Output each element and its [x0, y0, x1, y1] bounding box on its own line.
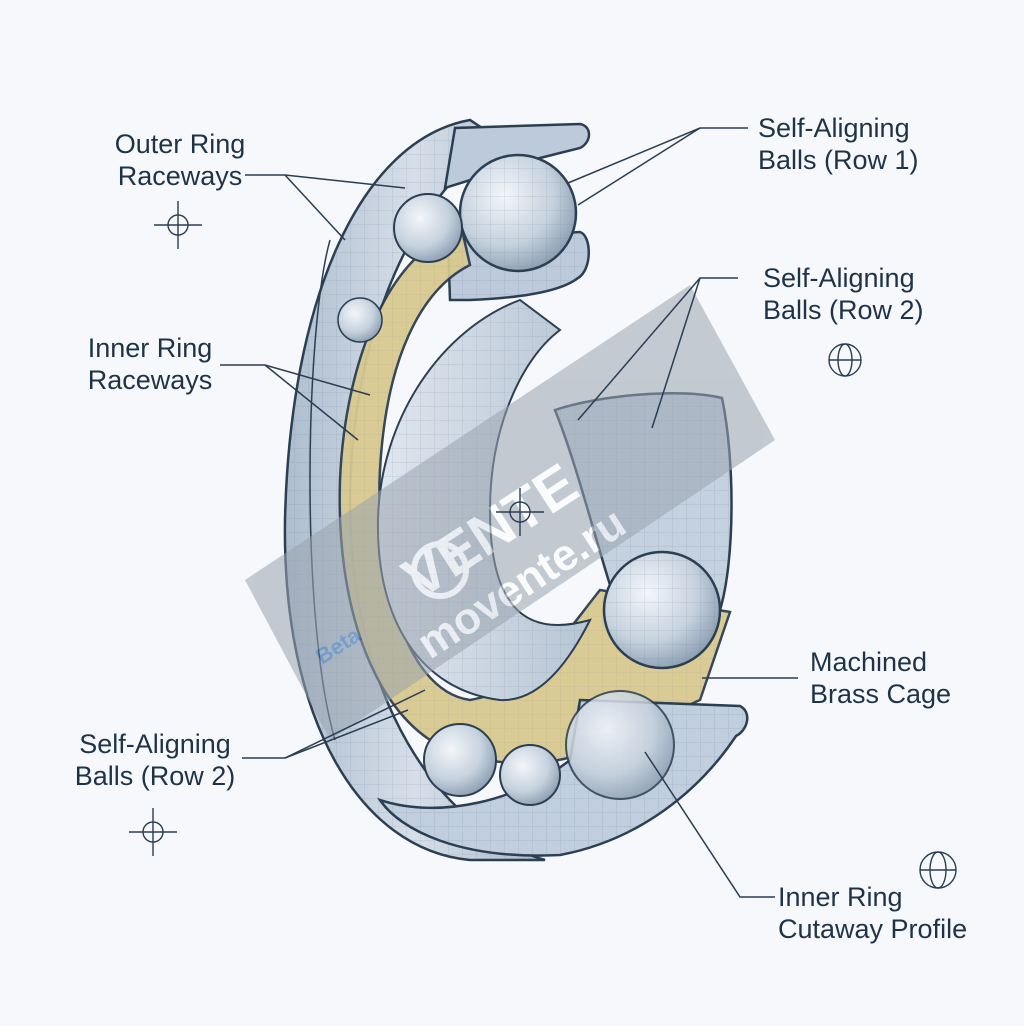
balls: [337, 153, 722, 806]
ball-row1-back: [393, 193, 463, 263]
label-line: Inner Ring: [778, 882, 903, 912]
ball-row2-left: [423, 723, 497, 797]
label-brass-cage: Machined Brass Cage: [810, 646, 951, 710]
leader-row2-right-2: [651, 277, 701, 429]
label-outer-ring-raceways: Outer Ring Raceways: [105, 128, 255, 192]
ball-row2-left-2: [499, 744, 561, 806]
crosshair-icon: [154, 201, 202, 249]
label-inner-ring-cutaway: Inner Ring Cutaway Profile: [778, 881, 967, 945]
label-line: Outer Ring: [114, 129, 246, 159]
label-line: Brass Cage: [810, 679, 952, 709]
label-line: Balls (Row 1): [758, 145, 919, 175]
leader-inner-ring-2: [264, 364, 359, 441]
label-balls-row2-left: Self-Aligning Balls (Row 2): [65, 728, 245, 792]
globe-icon: [919, 851, 957, 889]
leader-row1-1: [567, 127, 748, 184]
label-balls-row1: Self-Aligning Balls (Row 1): [758, 112, 919, 176]
label-line: Balls (Row 2): [74, 761, 236, 791]
crosshair-icon: [496, 488, 544, 536]
label-line: Cutaway Profile: [778, 914, 968, 944]
leader-cutaway: [644, 751, 775, 898]
label-inner-ring-raceways: Inner Ring Raceways: [80, 332, 220, 396]
leader-lines: [220, 127, 798, 898]
leader-outer-ring-2: [284, 174, 346, 241]
ball-row1-side: [337, 297, 383, 343]
label-line: Self-Aligning: [763, 263, 915, 293]
label-line: Balls (Row 2): [763, 295, 924, 325]
label-line: Raceways: [87, 365, 213, 395]
label-line: Raceways: [117, 161, 243, 191]
globe-icon: [828, 343, 862, 377]
label-line: Self-Aligning: [79, 729, 231, 759]
label-balls-row2-right: Self-Aligning Balls (Row 2): [763, 262, 924, 326]
leader-row1-2: [577, 127, 701, 206]
label-line: Machined: [810, 647, 928, 677]
leader-row2-left-2: [284, 709, 409, 759]
ball-row2-bottom: [565, 690, 675, 800]
crosshair-icon: [129, 808, 177, 856]
center-marks: [129, 201, 957, 889]
label-line: Self-Aligning: [758, 113, 910, 143]
label-line: Inner Ring: [87, 333, 213, 363]
